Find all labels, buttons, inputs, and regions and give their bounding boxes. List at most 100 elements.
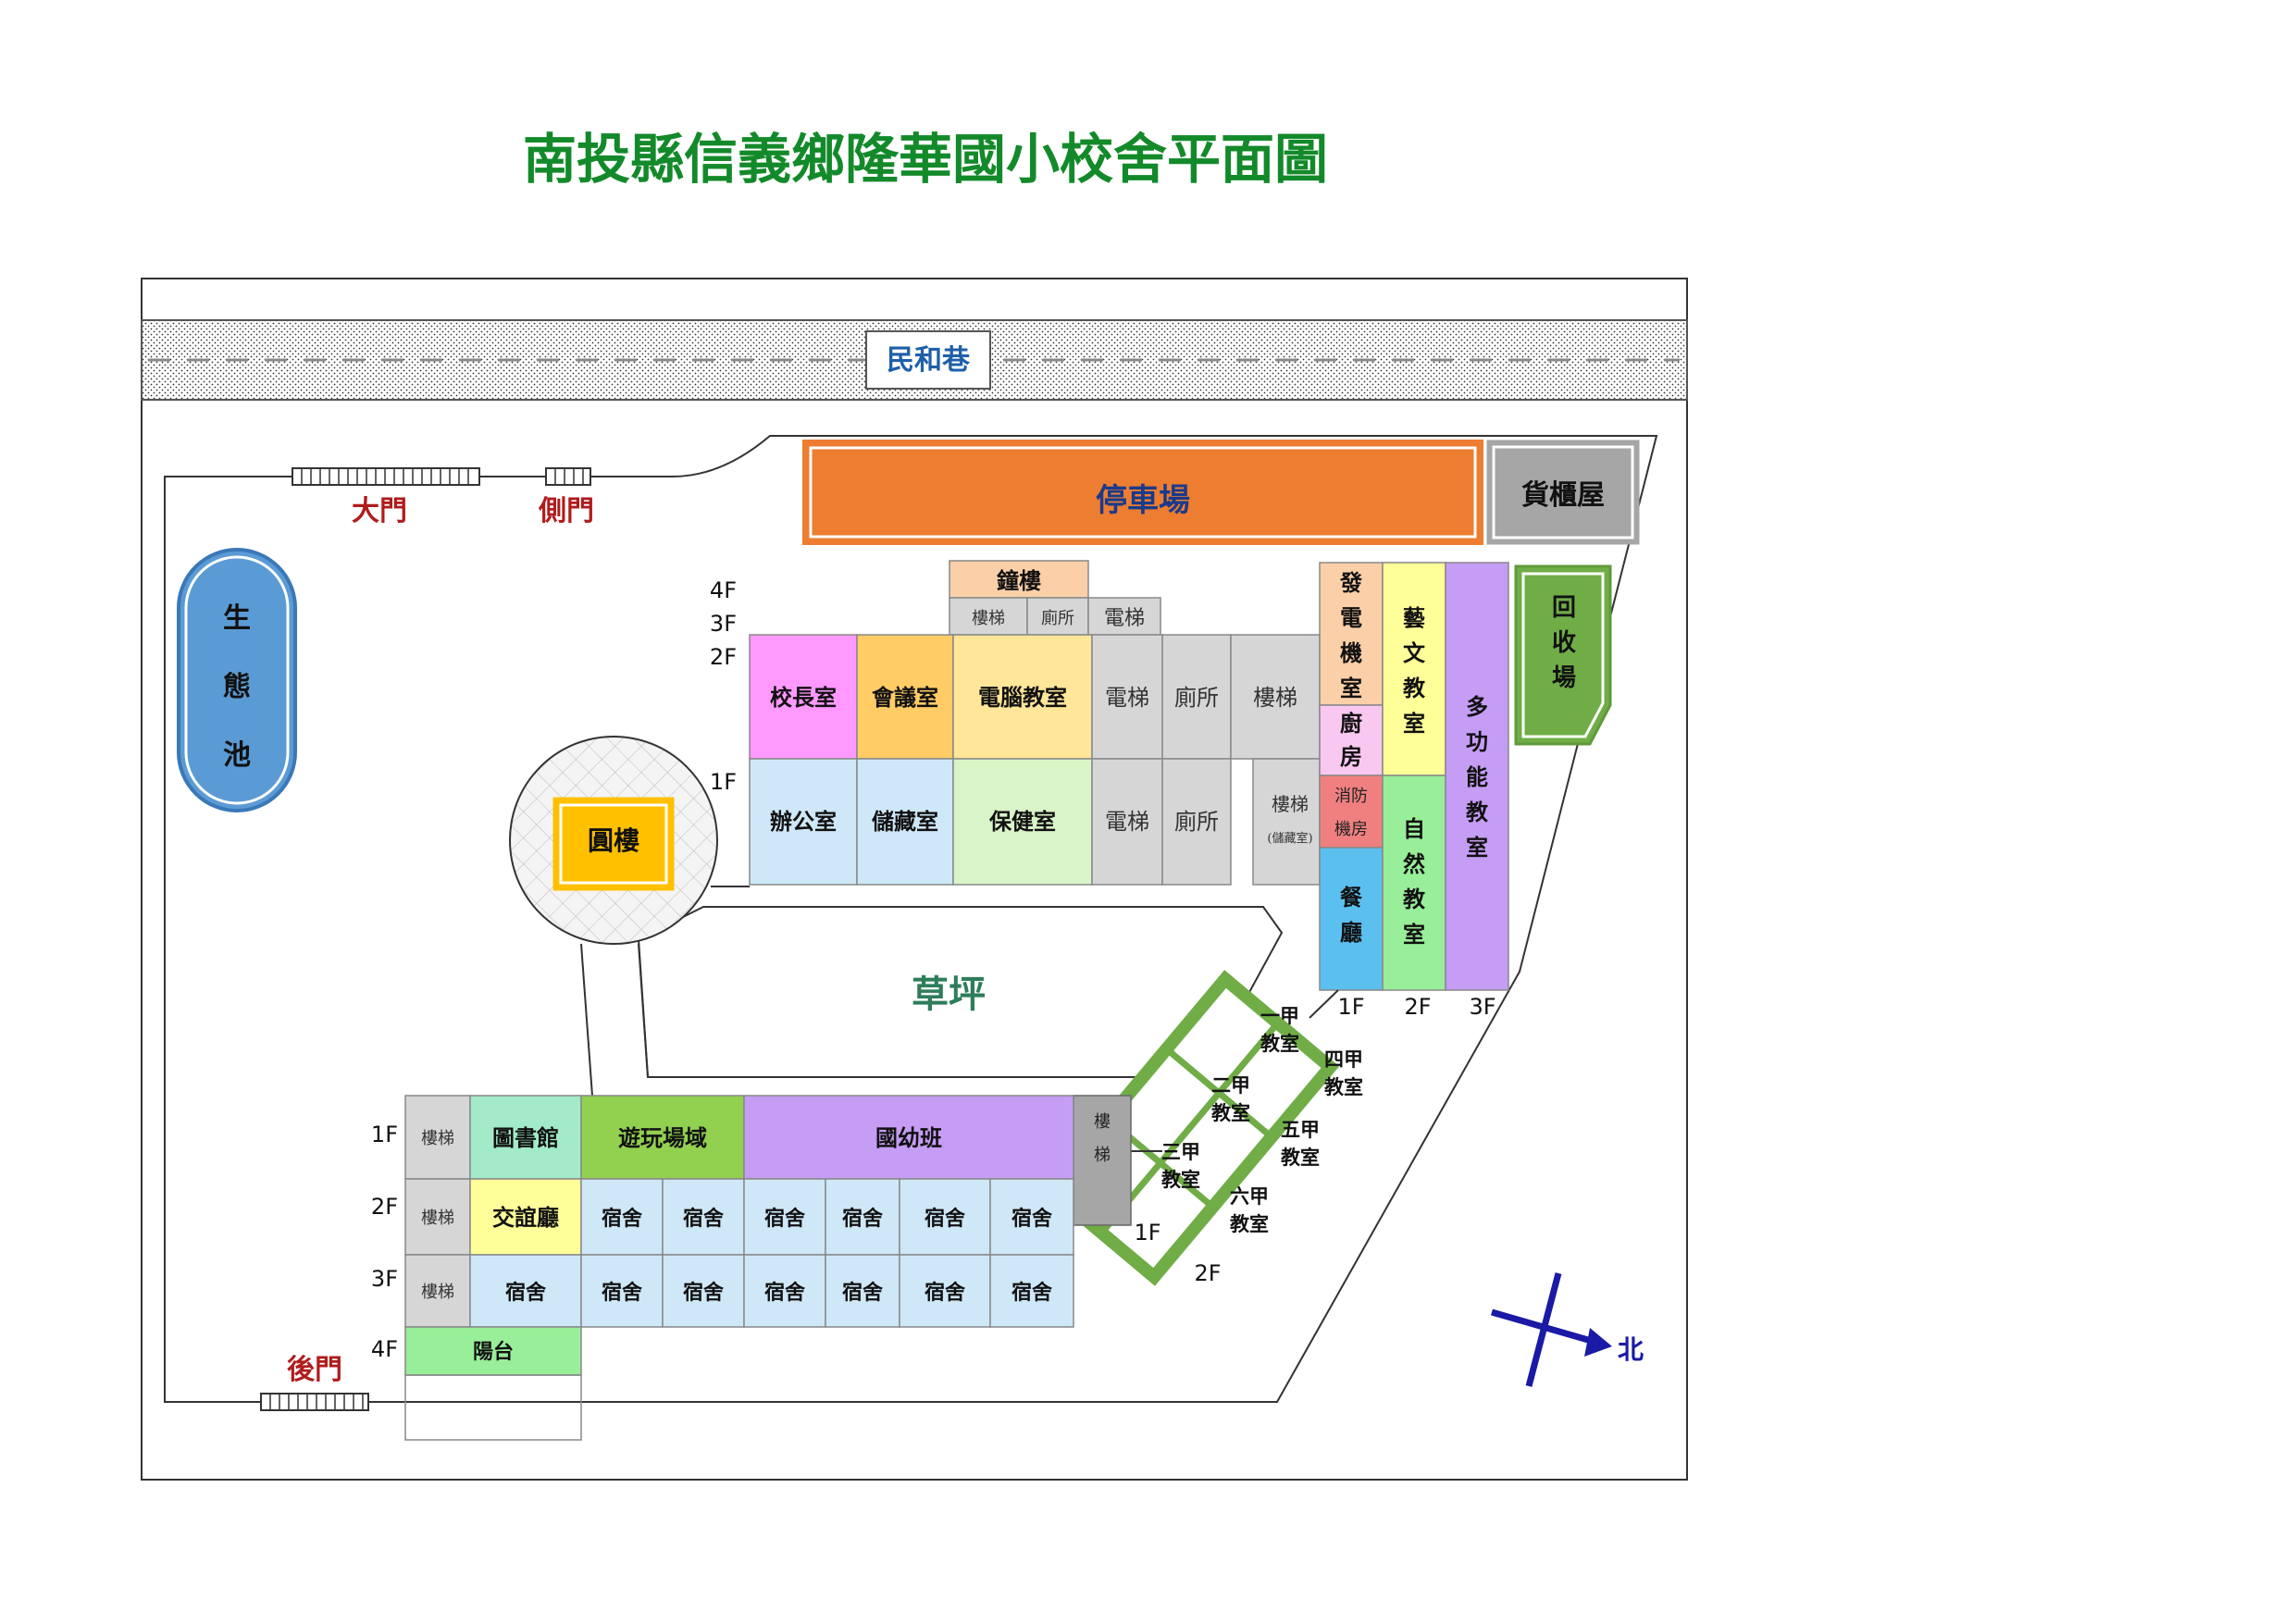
- office-label: 辦公室: [770, 808, 837, 835]
- dorm-label: 宿舍: [842, 1207, 884, 1231]
- stair-east-dorm-label-2: 梯: [1094, 1146, 1111, 1165]
- dorm-label: 宿舍: [602, 1207, 643, 1231]
- dorm-room: [662, 1254, 745, 1328]
- fire-room-line2: 機房: [1334, 820, 1368, 839]
- dorm-row-2f: [580, 1178, 1074, 1256]
- multi-label-2: 功: [1466, 728, 1488, 755]
- science-label-4: 室: [1403, 921, 1425, 948]
- elevator-2f-label: 電梯: [1105, 685, 1149, 711]
- main-floor-label-4f: 4F: [710, 577, 737, 603]
- container-label: 貨櫃屋: [1521, 479, 1605, 512]
- classroom-5a-line1: 五甲: [1281, 1118, 1320, 1141]
- office: 辦公室: [749, 758, 858, 886]
- main-gate-label: 大門: [352, 495, 407, 527]
- classroom-2a-line2: 教室: [1211, 1101, 1250, 1124]
- fire-room-line1: 消防: [1334, 787, 1368, 806]
- lounge-label: 交誼廳: [492, 1204, 559, 1231]
- campus-boundary: [164, 435, 1658, 1403]
- stairs-dorm-1f-label: 樓梯: [421, 1129, 454, 1148]
- stair-1f-label: 樓梯: [1272, 793, 1309, 815]
- classroom-3a-line2: 教室: [1161, 1168, 1200, 1191]
- stairs-dorm-2f-label: 樓梯: [421, 1209, 454, 1228]
- classroom-3a-line1: 三甲: [1161, 1140, 1200, 1163]
- dorm-floor-label-1f: 1F: [371, 1122, 398, 1147]
- science-label-3: 教: [1403, 886, 1426, 912]
- toilet-3f-label: 廁所: [1041, 608, 1074, 628]
- ecological-pond: 生 態 池: [177, 548, 297, 812]
- dorm-room: [469, 1254, 582, 1328]
- side-gate-label: 側門: [538, 495, 594, 527]
- stair-east-dorm-label-1: 樓: [1094, 1112, 1111, 1132]
- computer-room: 電腦教室: [952, 634, 1093, 760]
- dorm-label: 宿舍: [764, 1281, 806, 1305]
- container-house: 貨櫃屋: [1486, 440, 1640, 545]
- north-label: 北: [1618, 1334, 1644, 1365]
- pond-label-3: 池: [223, 739, 251, 772]
- classroom-1a-line1: 一甲: [1260, 1004, 1299, 1027]
- preschool: 國幼班: [743, 1095, 1074, 1180]
- computer-room-label: 電腦教室: [978, 684, 1067, 711]
- science-label-2: 然: [1403, 850, 1425, 877]
- dorm-label: 宿舍: [925, 1281, 966, 1305]
- preschool-label: 國幼班: [875, 1124, 942, 1151]
- classroom-6a: 六甲 教室: [1230, 1184, 1269, 1235]
- main-floor-label-1f: 1F: [710, 769, 737, 795]
- stair-1f: 樓梯 (儲藏室): [1252, 758, 1321, 886]
- dorm-label: 宿舍: [1011, 1207, 1053, 1231]
- map-frame: [141, 278, 1688, 1481]
- round-building-label: 圓樓: [588, 825, 639, 856]
- balcony-outline: [404, 1374, 582, 1441]
- round-building: 圓樓: [509, 736, 718, 945]
- stair-2f: 樓梯: [1230, 634, 1321, 760]
- fire-equipment-room: 消防 機房: [1319, 775, 1384, 849]
- recycling-area: 回 收 場: [1514, 564, 1612, 746]
- classroom-6a-line1: 六甲: [1230, 1184, 1269, 1208]
- dorm-room: [743, 1178, 826, 1256]
- multi-label-1: 多: [1466, 693, 1488, 720]
- classroom-2a-line1: 二甲: [1211, 1073, 1250, 1097]
- elevator-2f: 電梯: [1091, 634, 1163, 760]
- dorm-label: 宿舍: [842, 1281, 884, 1305]
- dorm-room: [899, 1178, 991, 1256]
- elevator-1f: 電梯: [1091, 758, 1163, 886]
- classroom-4a: 四甲 教室: [1324, 1048, 1363, 1098]
- stairs-dorm-2f: 樓梯: [404, 1178, 471, 1256]
- stair-1f-note: (儲藏室): [1267, 831, 1312, 846]
- corridor: [638, 943, 649, 1078]
- classroom-4a-line2: 教室: [1324, 1075, 1363, 1098]
- generator-label-1: 發: [1339, 569, 1362, 596]
- generator-room: 發 電 機 室: [1319, 562, 1384, 706]
- dining-hall: 餐 廳: [1319, 847, 1384, 991]
- art-label-2: 文: [1403, 639, 1426, 666]
- multi-label-4: 教: [1466, 799, 1489, 825]
- stair-3f: 樓梯: [949, 597, 1028, 636]
- principal-office: 校長室: [749, 634, 858, 760]
- toilet-1f: 廁所: [1161, 758, 1232, 886]
- multi-label-3: 能: [1466, 763, 1488, 790]
- generator-label-4: 室: [1340, 675, 1362, 701]
- dorm-label: 宿舍: [764, 1207, 806, 1231]
- dining-label-2: 廳: [1340, 919, 1362, 946]
- classroom-5a-line2: 教室: [1281, 1146, 1320, 1169]
- toilet-2f: 廁所: [1161, 634, 1232, 760]
- stairs-dorm-3f: 樓梯: [404, 1254, 471, 1328]
- dorm-room: [989, 1254, 1074, 1328]
- meeting-room: 會議室: [856, 634, 954, 760]
- library-label: 圖書館: [492, 1124, 559, 1151]
- dorm-room: [989, 1178, 1074, 1256]
- lawn-label: 草坪: [912, 973, 986, 1016]
- dorm-label: 宿舍: [602, 1281, 643, 1305]
- elevator-3f-label: 電梯: [1104, 607, 1145, 630]
- elevator-1f-label: 電梯: [1105, 809, 1149, 835]
- dorm-room: [825, 1254, 900, 1328]
- science-label-1: 自: [1403, 815, 1425, 842]
- art-label-1: 藝: [1403, 604, 1425, 631]
- classroom-4a-line1: 四甲: [1324, 1048, 1363, 1071]
- stair-3f-label: 樓梯: [972, 609, 1005, 628]
- stair-2f-label: 樓梯: [1253, 685, 1297, 711]
- library: 圖書館: [469, 1095, 582, 1180]
- classroom-3a: 三甲 教室: [1161, 1140, 1200, 1191]
- recycle-label-3: 場: [1552, 664, 1576, 692]
- balcony-label: 陽台: [473, 1340, 514, 1364]
